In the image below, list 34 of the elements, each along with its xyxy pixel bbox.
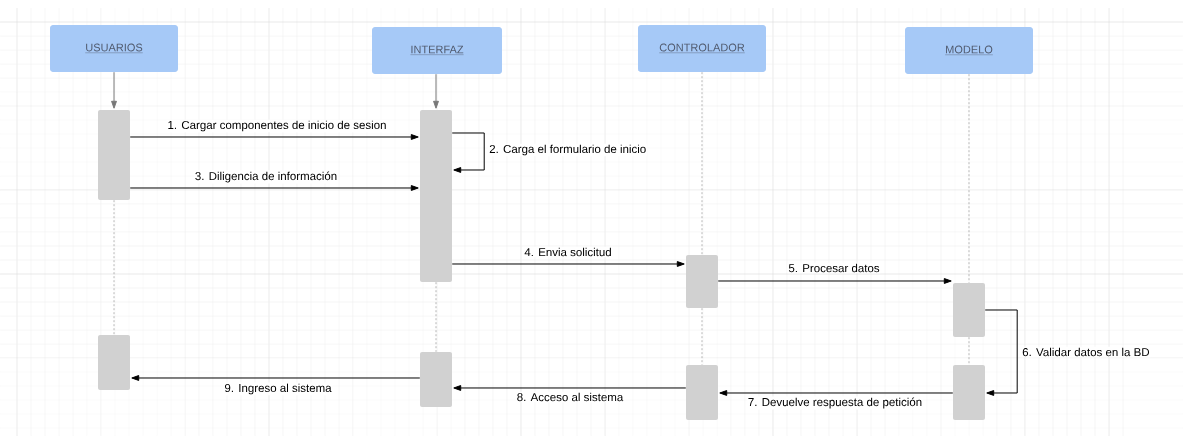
- message-arrow: [451, 261, 685, 267]
- edge-label: 4. Envia solicitud: [523, 246, 613, 258]
- lifeline: [968, 73, 970, 284]
- activation-bar: [420, 352, 452, 407]
- activation-bar: [420, 110, 452, 282]
- lifeline: [968, 336, 970, 366]
- lifeline: [113, 199, 115, 336]
- message-arrow: [453, 385, 687, 391]
- arrow: [111, 71, 117, 109]
- activation-bar: [953, 283, 985, 337]
- arrow: [433, 73, 439, 109]
- message-arrow: [719, 390, 954, 396]
- edge-label: 5. Procesar datos: [787, 262, 881, 274]
- lifeline-header: MODELO: [905, 27, 1033, 74]
- lifeline: [435, 281, 437, 353]
- lifeline-header: CONTROLADOR: [638, 25, 766, 72]
- edge-label: 1. Cargar componentes de inicio de sesion: [166, 119, 388, 133]
- activation-bar: [98, 110, 130, 200]
- lifeline-header: USUARIOS: [50, 25, 178, 72]
- message-arrow: [717, 278, 952, 284]
- activation-bar: [98, 335, 130, 390]
- activation-bar: [953, 365, 985, 420]
- message-arrow: [129, 185, 419, 191]
- activation-bar: [686, 255, 718, 308]
- message-arrow: [129, 134, 419, 140]
- message-arrow: [984, 309, 1018, 396]
- lifeline: [701, 307, 703, 366]
- message-arrow: [451, 132, 485, 173]
- message-arrow: [131, 375, 421, 381]
- edge-label: 6. Validar datos en la BD: [1021, 346, 1151, 358]
- activation-bar: [686, 365, 718, 420]
- edge-label: 8. Acceso al sistema: [515, 391, 625, 403]
- lifeline: [701, 71, 703, 256]
- lifeline-header: INTERFAZ: [372, 27, 502, 74]
